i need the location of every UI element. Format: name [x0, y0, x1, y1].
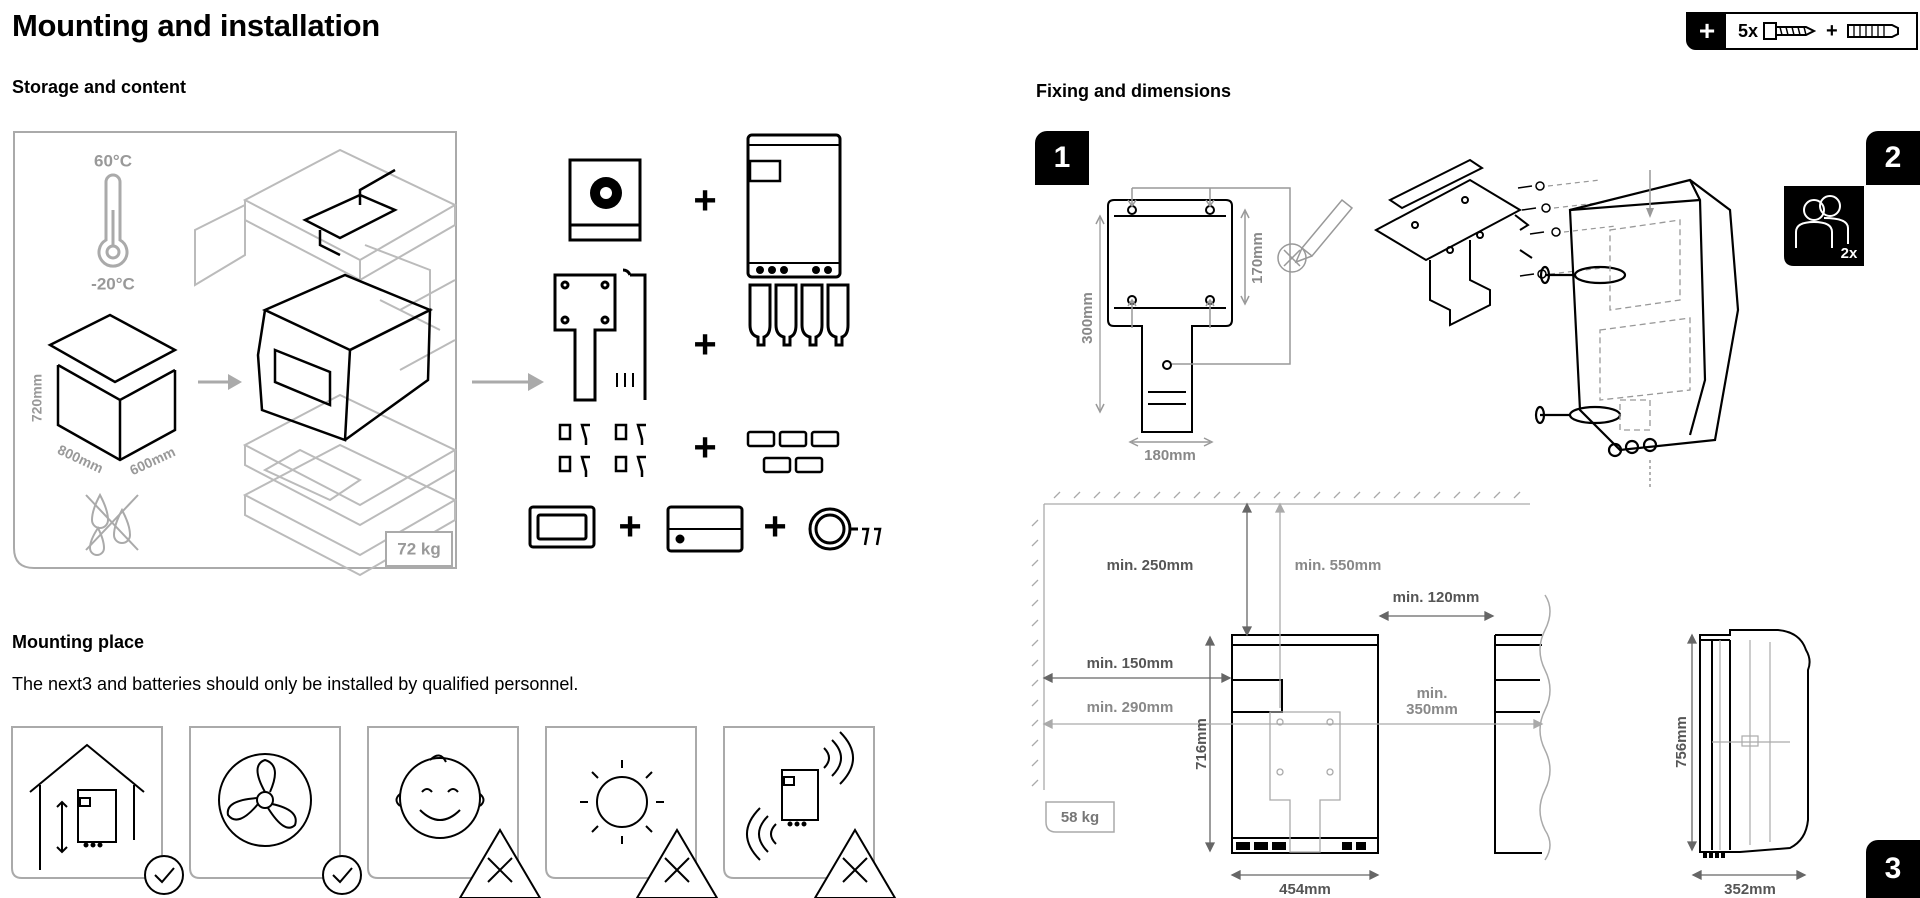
storage-heading: Storage and content [12, 77, 187, 97]
fan-icon [218, 753, 312, 847]
plus-sign: + [1826, 19, 1838, 42]
fixing-heading: Fixing and dimensions [1036, 81, 1232, 101]
unit-width-label: 454mm [1279, 881, 1331, 898]
unit-height-label: 716mm [1193, 718, 1210, 770]
min-side-left-label: min. 150mm [1087, 655, 1174, 672]
page-title: Mounting and installation [12, 8, 380, 43]
hole-spacing-label: 170mm [1249, 232, 1266, 284]
plus-sign: + [693, 426, 716, 470]
inverter-mounting-drawing [1373, 158, 1740, 490]
unit-weight-tag: 58 kg [1045, 801, 1115, 833]
weight-tag: 72 kg [385, 531, 453, 567]
arrow-right-icon [472, 373, 544, 391]
display-icon [528, 505, 596, 549]
plate-height-label: 300mm [1079, 292, 1096, 344]
clearance-drawing: 58 kg min. 250mm min. 550 [1031, 491, 1811, 898]
min-side-left-alt-label: min. 290mm [1087, 699, 1174, 716]
min-side-right-label: min. 120mm [1393, 589, 1480, 606]
two-people-badge: 2x [1784, 186, 1864, 266]
svg-text:72 kg: 72 kg [397, 539, 440, 558]
no-water-icon [85, 492, 139, 556]
content-list: + + + [528, 133, 882, 553]
step-2-badge: 2 [1866, 131, 1920, 185]
thermometer-icon [97, 173, 129, 268]
storage-illustration: 60°C -20°C 720mm 800mm 600mm [13, 131, 544, 577]
cable-glands-icon [748, 283, 850, 347]
sun-icon [580, 760, 664, 844]
inverter-in-box [256, 168, 434, 442]
plus-icon: + [1688, 13, 1726, 49]
pencil-icon [1277, 198, 1354, 273]
min-right-alt-label-1: min. [1417, 685, 1448, 702]
plus-sign: + [693, 323, 716, 367]
people-count: 2x [1841, 245, 1858, 262]
manual-icon [568, 158, 642, 242]
mounting-plate-drawing: 300mm 170mm 180mm [1079, 187, 1354, 464]
side-depth-label: 352mm [1724, 881, 1776, 898]
check-icon [144, 855, 184, 895]
communication-module-icon [666, 505, 744, 553]
plus-sign: + [763, 505, 786, 549]
screw-icon [1763, 22, 1817, 40]
check-icon [322, 855, 362, 895]
step-1-badge: 1 [1035, 131, 1089, 185]
accessory-bar: + 5x + [1686, 12, 1918, 50]
warning-icon [458, 828, 542, 898]
temp-max-label: 60°C [94, 151, 132, 170]
interference-icon [746, 731, 854, 861]
cable-coil-icon [808, 507, 882, 551]
box-height-label: 720mm [29, 374, 45, 422]
child-icon [395, 754, 485, 839]
screw-count: 5x [1738, 20, 1759, 41]
min-right-alt-label-2: 350mm [1406, 701, 1458, 718]
temp-min-label: -20°C [91, 274, 135, 293]
plus-sign: + [618, 505, 641, 549]
side-height-label: 756mm [1673, 716, 1690, 768]
svg-text:58 kg: 58 kg [1061, 809, 1099, 826]
arrow-right-icon [198, 374, 242, 390]
packaging-illustration [194, 148, 458, 577]
mounting-place-icons [11, 726, 897, 898]
wall-plug-icon [1846, 24, 1899, 38]
mounting-place-text: The next3 and batteries should only be i… [12, 674, 579, 694]
inverter-icon [746, 133, 842, 279]
mounting-place-heading: Mounting place [12, 632, 144, 652]
connector-blocks-icon [746, 430, 840, 474]
plate-width-label: 180mm [1144, 447, 1196, 464]
box-width-label: 600mm [127, 443, 178, 478]
terminals-icon [558, 423, 646, 477]
warning-icon [813, 828, 897, 898]
warning-icon [635, 828, 719, 898]
plus-sign: + [693, 179, 716, 223]
wall-bracket-icon [553, 268, 647, 402]
box-icon [47, 313, 178, 462]
min-top-label: min. 250mm [1107, 557, 1194, 574]
min-top-alt-label: min. 550mm [1295, 557, 1382, 574]
indoor-house-icon [29, 743, 145, 870]
step-3-badge: 3 [1866, 840, 1920, 898]
